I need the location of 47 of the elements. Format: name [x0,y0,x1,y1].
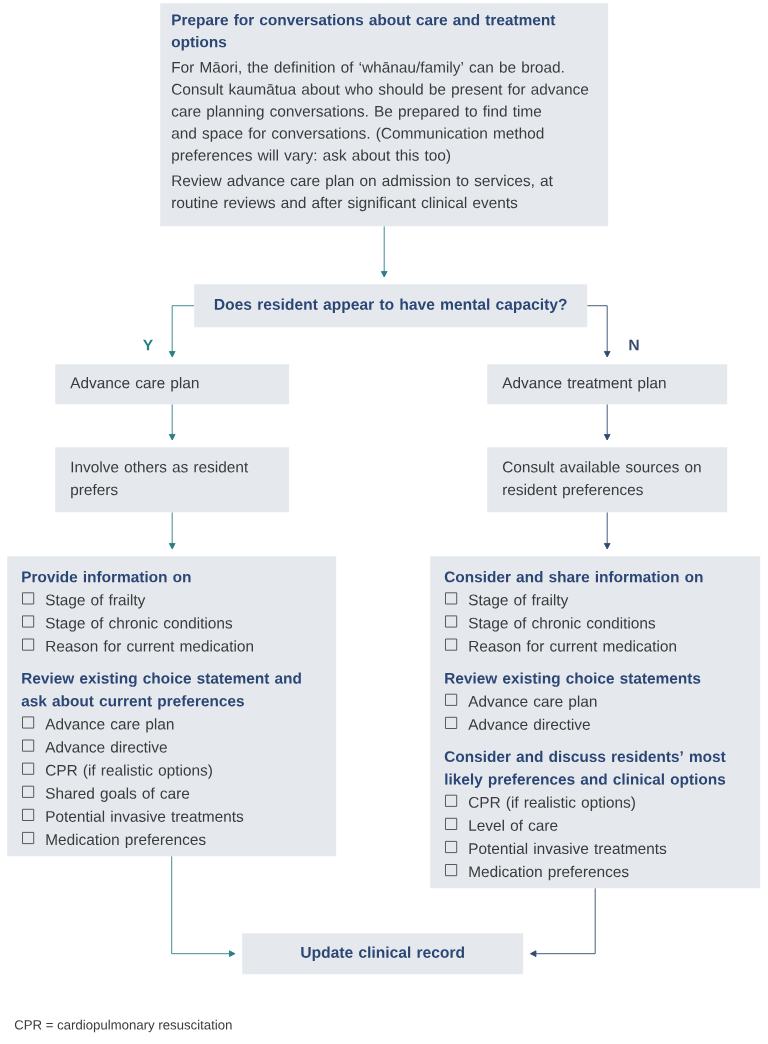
checklist-item: Stage of chronic conditions [45,617,233,632]
section-heading: Consider and share information on [444,571,703,583]
checklist-item: Advance care plan [45,718,174,733]
checklist-panel [430,556,761,889]
checklist-item: CPR (if realistic options) [469,796,635,811]
section-heading: Prepare for conversations about care and treatment options [171,14,556,51]
checklist-item: Stage of frailty [45,594,146,609]
process-box: Update clinical record [242,933,524,975]
section-heading: Consider and discuss residents’ most likely preferences and clinical options [444,750,726,788]
checklist-panel [7,556,337,857]
arrow [603,511,611,550]
checklist-item: CPR (if realistic options) [46,764,212,779]
edge-label: N [627,338,641,352]
process-box: Consult available sources on resident preferences [487,447,728,513]
section-heading: Review existing choice statements [445,672,701,687]
edge-label: Y [141,338,155,352]
checklist-item: Stage of chronic conditions [468,617,656,632]
process-box: Advance care plan [55,364,290,405]
info-panel [160,3,609,227]
checklist-item: Stage of frailty [468,594,569,609]
section-heading: Provide information on [22,571,191,583]
arrow [168,403,176,441]
checklist-item: Reason for current medication [469,640,676,652]
arrow [603,403,611,441]
process-box: Involve others as resident prefers [55,447,290,513]
checklist-item: Potential invasive treatments [469,842,667,855]
checklist-item: Potential invasive treatments [46,810,244,822]
checklist-item: Medication preferences [46,833,206,849]
arrow [171,855,236,958]
arrow [168,511,176,550]
section-heading: Review existing choice statement and ask about current preferences [21,672,301,710]
arrow [529,887,596,958]
footnote: CPR = cardiopulmonary resuscitation [14,1019,232,1033]
decision-box: Does resident appear to have mental capacity? [194,284,588,328]
process-box: Advance treatment plan [487,364,728,405]
checklist-item: Shared goals of care [45,787,190,802]
body-text: For Māori, the definition of ‘whānau/family’ can be broad. Consult kaumātua about who should be present for advance care planning conversations. Be prepared to find time and space for conversations. (Communication method preferences will vary: ask about this too) [171,61,589,164]
checklist-item: Advance care plan [468,695,597,710]
body-text: Review advance care plan on admission to services, at routine reviews and after significant clinical events [172,174,553,212]
checklist-item: Medication preferences [469,865,629,881]
arrow [380,225,388,278]
arrow [586,305,611,358]
checklist-item: Advance directive [468,718,590,730]
checklist-item: Level of care [469,819,558,831]
arrow [168,305,195,358]
checklist-item: Reason for current medication [46,640,253,652]
checklist-item: Advance directive [45,741,167,753]
